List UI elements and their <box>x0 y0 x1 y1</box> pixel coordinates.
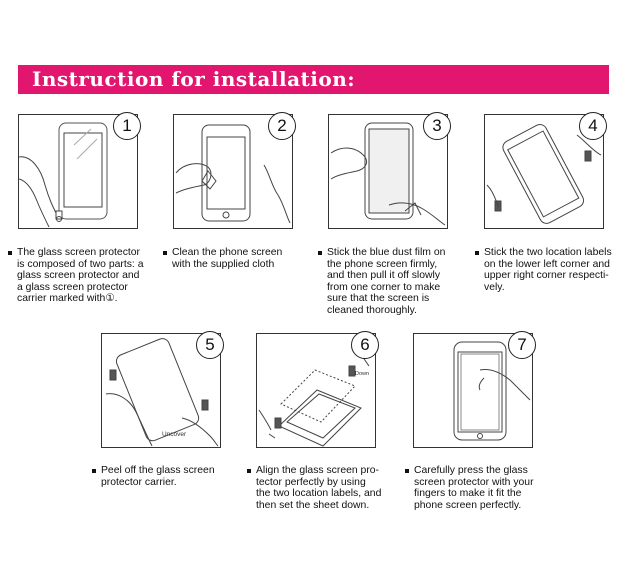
step-6-number: 6 <box>351 331 379 359</box>
step-4-text-line: upper right corner respecti- <box>484 270 609 282</box>
step-2-number: 2 <box>268 112 296 140</box>
title-banner: Instruction for installation: <box>18 65 609 94</box>
step-7-instruction: Carefully press the glass screen protect… <box>405 465 534 511</box>
step-6-text-line: the two location labels, and <box>256 488 382 500</box>
step-7-number: 7 <box>508 331 536 359</box>
step-3-text-line: Stick the blue dust film on <box>327 247 446 258</box>
step-3-illustration: 3 <box>328 112 451 229</box>
step-5-text-line: protector carrier. <box>101 476 177 488</box>
step-3-text-line: cleaned thoroughly. <box>327 304 417 316</box>
step-2-text-line: with the supplied cloth <box>172 258 275 270</box>
step-6-instruction: Align the glass screen pro- tector perfe… <box>247 465 382 511</box>
step-2-text-line: Clean the phone screen <box>172 247 283 258</box>
step-2-illustration: 2 <box>173 112 296 229</box>
step-1-text-line: is composed of two parts: a <box>17 258 144 270</box>
step-6-text-line: Align the glass screen pro- <box>256 465 380 476</box>
step-1-text-line: The glass screen protector <box>17 247 141 258</box>
step-1-instruction: The glass screen protector is composed o… <box>8 247 144 305</box>
step-1-text-line: carrier marked with①. <box>17 293 118 305</box>
step-4-text-line: on the lower left corner and <box>484 258 610 270</box>
bullet-icon <box>163 251 167 255</box>
step-6-illustration: Down 6 <box>256 331 379 448</box>
uncover-label: Uncover <box>162 431 187 438</box>
bullet-icon <box>92 469 96 473</box>
step-6-text-line: then set the sheet down. <box>256 499 370 511</box>
step-4-number: 4 <box>579 112 607 140</box>
step-1-text-line: glass screen protector and <box>17 270 140 282</box>
bullet-icon <box>405 469 409 473</box>
step-7-text-line: fingers to make it fit the <box>414 488 522 500</box>
step-7-text-line: Carefully press the glass <box>414 465 528 476</box>
bullet-icon <box>475 251 479 255</box>
step-3-text-line: the phone screen firmly, <box>327 258 438 270</box>
step-4-text-line: vely. <box>484 281 505 293</box>
bullet-icon <box>8 251 12 255</box>
step-4-instruction: Stick the two location labels on the low… <box>475 247 612 293</box>
step-3-text-line: and then pull it off slowly <box>327 270 441 282</box>
step-1-text-line: a glass screen protector <box>17 281 128 293</box>
step-7-text-line: screen protector with your <box>414 476 534 488</box>
step-2-instruction: Clean the phone screen with the supplied… <box>163 247 283 270</box>
step-5-number: 5 <box>196 331 224 359</box>
step-5-text-line: Peel off the glass screen <box>101 465 215 476</box>
step-3-text-line: sure that the screen is <box>327 293 430 305</box>
step-3-number: 3 <box>423 112 451 140</box>
step-7-illustration: 7 <box>413 331 536 448</box>
step-7-text-line: phone screen perfectly. <box>414 499 522 511</box>
step-3-text-line: from one corner to make <box>327 281 441 293</box>
step-1-illustration: 1 <box>18 112 141 229</box>
down-label: Down <box>355 371 370 377</box>
step-5-instruction: Peel off the glass screen protector carr… <box>92 465 215 488</box>
step-4-illustration: 4 <box>484 112 607 229</box>
step-3-instruction: Stick the blue dust film on the phone sc… <box>318 247 446 317</box>
step-1-number: 1 <box>113 112 141 140</box>
bullet-icon <box>318 251 322 255</box>
step-4-text-line: Stick the two location labels <box>484 247 612 258</box>
step-6-text-line: tector perfectly by using <box>256 476 366 488</box>
page-title: Instruction for installation: <box>32 67 356 91</box>
bullet-icon <box>247 469 251 473</box>
step-5-illustration: Uncover 5 <box>101 331 224 448</box>
